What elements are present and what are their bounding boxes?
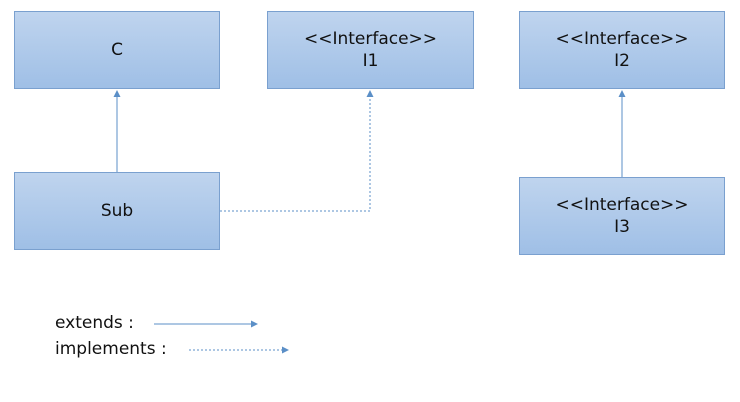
- interface-i3-stereotype: <<Interface>>: [555, 194, 689, 215]
- interface-i2-name: I2: [614, 51, 630, 71]
- class-sub-name: Sub: [100, 200, 134, 221]
- interface-i2-box: <<Interface>> I2: [519, 11, 725, 89]
- interface-i1-box: <<Interface>> I1: [267, 11, 474, 89]
- interface-i3-name: I3: [614, 217, 630, 237]
- interface-i1-stereotype: <<Interface>>: [303, 28, 438, 49]
- interface-i2-stereotype: <<Interface>>: [555, 28, 689, 49]
- interface-i3-box: <<Interface>> I3: [519, 177, 725, 255]
- class-sub-box: Sub: [14, 172, 220, 250]
- interface-i1-name: I1: [362, 51, 379, 71]
- class-c-name: C: [111, 39, 123, 60]
- legend-extends-label: extends :: [55, 313, 134, 333]
- edge-sub-implements-i1: [220, 90, 374, 212]
- class-c-box: C: [14, 11, 220, 89]
- legend-implements-label: implements :: [55, 339, 167, 359]
